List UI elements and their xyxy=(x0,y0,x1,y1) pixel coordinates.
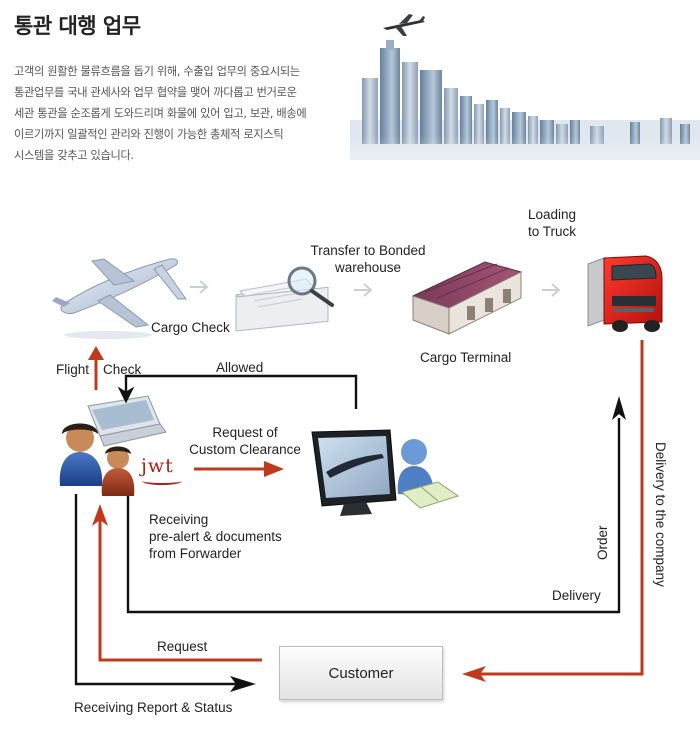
delivery-to-company-label: Delivery to the company xyxy=(653,442,668,587)
flow-arrow-icon xyxy=(542,283,561,297)
request-clearance-label: Request of Custom Clearance xyxy=(180,424,310,458)
city-skyline-image xyxy=(340,40,700,205)
request-clearance-arrow xyxy=(194,461,284,477)
jwt-logo: jwt xyxy=(141,455,174,477)
transfer-label-line: Transfer to Bonded xyxy=(310,243,426,258)
request-label: Request xyxy=(157,639,208,654)
delivery-to-company-arrow xyxy=(462,340,644,682)
allowed-arrow xyxy=(117,374,358,409)
allowed-label: Allowed xyxy=(216,360,264,375)
description-line: 세관 통관을 순조롭게 도와드리며 화물에 있어 입고, 보관, 배송에 xyxy=(14,107,307,120)
receiving-prealert-line: Receiving xyxy=(149,512,209,527)
customer-request-arrow xyxy=(92,504,262,662)
page-title: 통관 대행 업무 xyxy=(14,14,141,38)
cargo-terminal-warehouse-icon xyxy=(411,261,523,335)
receiving-report-label: Receiving Report & Status xyxy=(74,700,233,715)
request-clearance-line: Request of xyxy=(212,425,278,440)
customs-office-icon xyxy=(311,429,460,516)
order-label: Order xyxy=(595,525,610,560)
description-line: 고객의 원활한 물류흐름을 돕기 위해, 수출입 업무의 중요시되는 xyxy=(14,65,300,78)
check-label: Check xyxy=(103,362,142,377)
flight-label: Flight xyxy=(56,362,90,377)
transfer-label: Transfer to Bonded warehouse xyxy=(300,242,436,276)
cargo-check-label: Cargo Check xyxy=(151,320,230,335)
transfer-label-line: warehouse xyxy=(334,260,402,275)
jwt-logo-swoosh xyxy=(142,477,182,485)
loading-label-line: to Truck xyxy=(528,224,577,239)
flight-check-arrow xyxy=(88,346,104,390)
forwarder-people-icon xyxy=(59,395,167,496)
airplane-icon xyxy=(52,258,187,339)
flow-arrow-icon xyxy=(190,280,209,294)
description-line: 통관업무를 국내 관세사와 업무 협약을 맺어 까다롭고 번거로운 xyxy=(14,86,297,99)
request-clearance-line: Custom Clearance xyxy=(189,442,301,457)
loading-label: Loading to Truck xyxy=(528,206,576,240)
customer-box: Customer xyxy=(279,646,443,700)
receiving-prealert-line: from Forwarder xyxy=(149,546,242,561)
description-line: 이르기까지 일괄적인 관리와 진행이 가능한 총체적 로지스틱 xyxy=(14,128,284,141)
cargo-documents-icon xyxy=(235,266,334,332)
delivery-order-arrow xyxy=(126,396,626,614)
receiving-report-arrow xyxy=(74,494,256,692)
receiving-prealert-line: pre-alert & documents xyxy=(149,529,282,544)
truck-icon xyxy=(587,255,663,332)
delivery-label: Delivery xyxy=(552,588,601,603)
page-description: 고객의 원활한 물류흐름을 돕기 위해, 수출입 업무의 중요시되는 통관업무를… xyxy=(14,61,332,166)
cargo-terminal-label: Cargo Terminal xyxy=(420,350,512,365)
receiving-prealert-label: Receiving pre-alert & documents from For… xyxy=(149,511,282,562)
loading-label-line: Loading xyxy=(528,207,577,222)
sky-airplane-icon xyxy=(383,14,425,36)
flow-arrow-icon xyxy=(354,283,373,297)
description-line: 시스템을 갖추고 있습니다. xyxy=(14,149,134,162)
